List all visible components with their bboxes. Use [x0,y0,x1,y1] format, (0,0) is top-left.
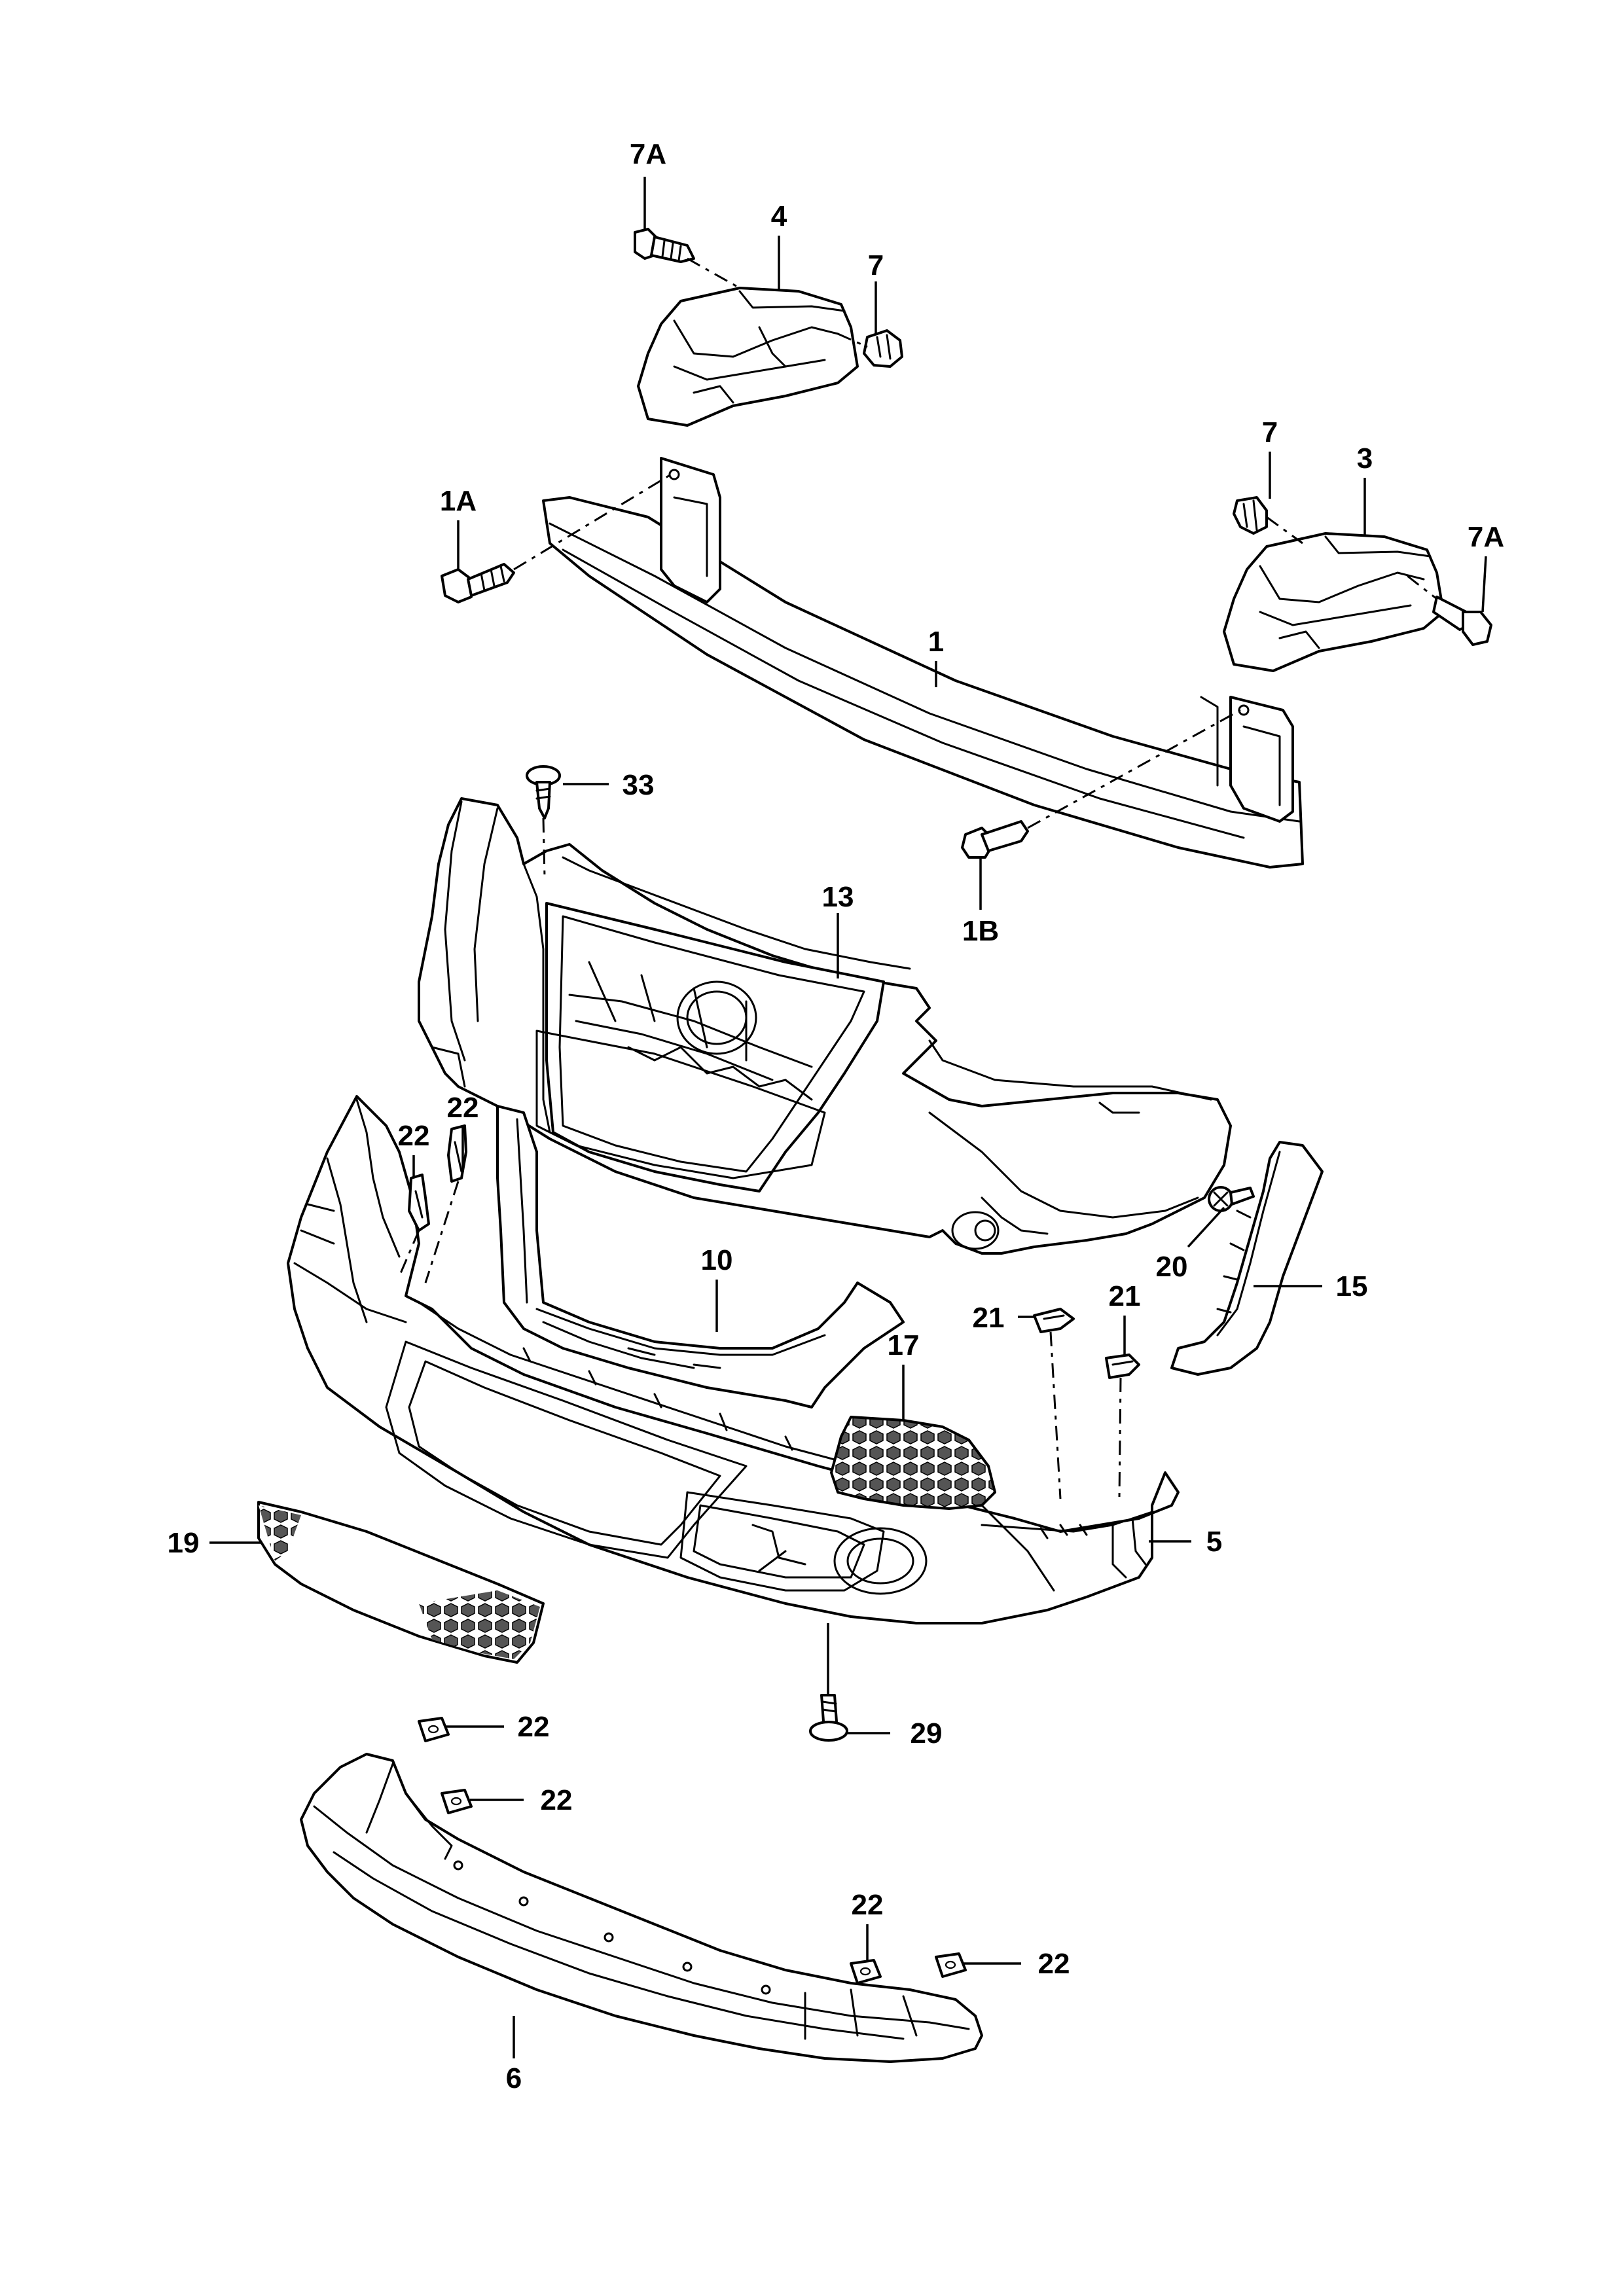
part-7A-bolt-right [1432,596,1492,646]
part-13-bumper-cover [418,797,1232,1255]
callout-22-f: 22 [1038,1948,1070,1980]
part-20-screw [1208,1186,1255,1212]
part-29-screw [809,1694,848,1742]
part-10-grille-insert [496,1105,905,1408]
callout-7-top: 7 [868,249,884,281]
callout-15: 15 [1336,1270,1368,1302]
callout-6: 6 [506,2062,522,2094]
assembly-lines [398,257,1437,1499]
part-7A-bolt-top [634,228,695,263]
part-4-bracket [637,287,859,427]
part-22-nut-f [935,1952,967,1978]
part-1B-bolt [961,820,1029,859]
part-7-clip-top [863,329,903,368]
part-33-screw [526,765,561,819]
callout-labels: 7A 4 7 7 3 1A 7A 1 33 1B 13 22 22 10 21 … [168,138,1505,2094]
callout-1: 1 [928,626,944,658]
part-5-lower-bumper [287,1095,1180,1624]
callout-22-d: 22 [541,1784,573,1816]
part-15-trim-strip [1170,1141,1324,1376]
part-22-clip-a [408,1174,430,1232]
callout-21-a: 21 [973,1302,1005,1334]
part-6-front-spoiler [300,1753,983,2063]
callout-3: 3 [1357,442,1373,475]
part-22-nut-e [850,1959,882,1984]
part-21-clip-a [1033,1308,1075,1333]
callout-33: 33 [623,769,655,801]
callout-29: 29 [911,1717,943,1749]
part-3-bracket [1223,532,1445,672]
callout-7A-top: 7A [630,138,666,170]
callout-4: 4 [771,200,787,232]
part-7-clip-right [1233,496,1268,535]
callout-7A-right: 7A [1468,521,1504,553]
part-19-mesh-grille [257,1501,545,1664]
part-22-nut-c [418,1717,450,1742]
part-17-mesh-grille [830,1416,996,1510]
callout-7-right: 7 [1262,416,1278,448]
leader-lines [209,177,1487,2058]
callout-17: 17 [888,1329,920,1361]
callout-20: 20 [1156,1251,1188,1283]
callout-19: 19 [168,1527,200,1559]
callout-21-b: 21 [1109,1280,1141,1312]
callout-22-e: 22 [852,1889,884,1921]
callout-22-b: 22 [447,1092,479,1124]
callout-22-a: 22 [398,1120,430,1152]
part-22-nut-d [441,1789,473,1814]
part-1A-bolt [441,563,515,603]
part-1-impact-beam [542,457,1304,869]
callout-13: 13 [822,881,854,913]
callout-5: 5 [1206,1526,1222,1558]
callout-1A: 1A [440,485,477,517]
callout-22-c: 22 [518,1711,550,1743]
callout-1B: 1B [962,915,999,947]
part-21-clip-b [1105,1354,1140,1379]
callout-10: 10 [701,1244,733,1276]
